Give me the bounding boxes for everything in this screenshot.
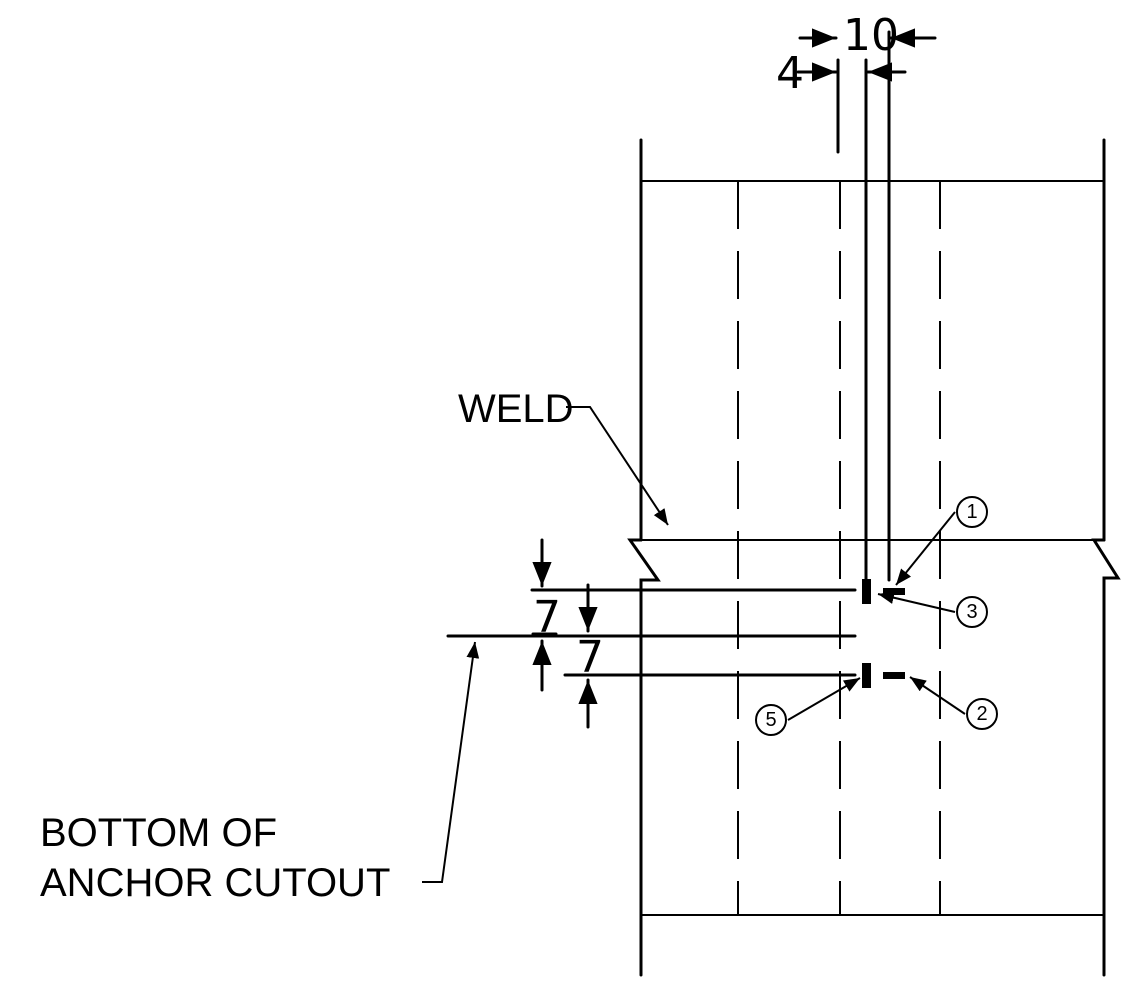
bar-lower-vertical [862,663,871,688]
dim-10-label: 10 [843,10,899,61]
weld-label: WELD [458,387,574,431]
svg-text:5: 5 [765,709,776,731]
bar-lower-horizontal [883,672,905,679]
callout-2-leader [909,676,966,715]
callout-2: 2 [966,698,998,730]
callout-1: 1 [956,496,988,528]
svg-text:3: 3 [966,601,977,623]
svg-text:2: 2 [976,703,987,725]
callout-1-leader [895,511,956,586]
callout-3: 3 [956,596,988,628]
callout-5: 5 [755,704,787,736]
weld-leader [566,406,669,526]
svg-text:1: 1 [966,501,977,523]
anchor-label-line2: ANCHOR CUTOUT [40,861,390,905]
callout-3-leader [877,591,956,613]
vdim-lower-label: 7 [576,632,604,683]
callout-5-leader [787,677,861,721]
weld-break-right [1091,538,1121,590]
weld-break-left [627,538,661,590]
anchor-label-line1: BOTTOM OF [40,811,277,855]
bar-upper-vertical [862,579,871,604]
anchor-leader [422,641,480,883]
dim-4-label: 4 [776,48,804,99]
bar-upper-horizontal [883,588,905,595]
